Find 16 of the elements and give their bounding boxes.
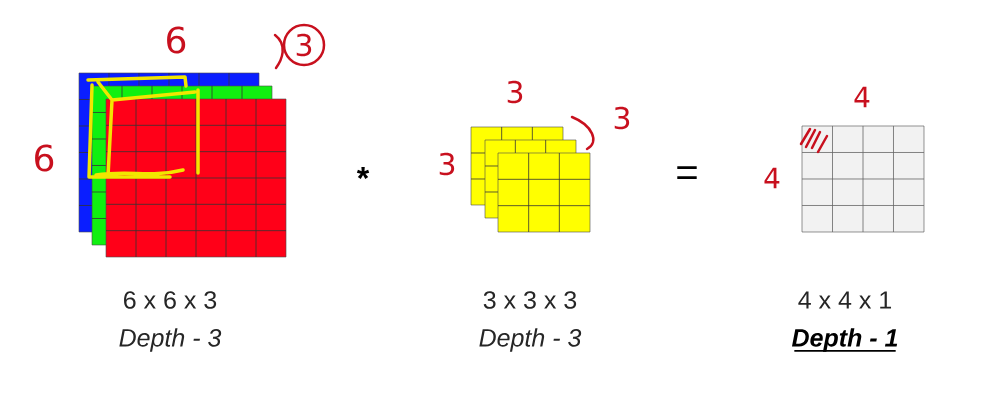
depth-label: Depth - 1 [791,328,898,352]
handwritten-number: 3 [439,152,455,176]
operator-symbol: = [677,166,697,180]
size-label: 4 x 4 x 1 [798,291,891,309]
size-label: 3 x 3 x 3 [483,291,577,309]
handwritten-number: 3 [614,106,630,130]
depth-label: Depth - 3 [479,328,582,352]
operator-symbol: * [356,167,370,179]
depth-label: Depth - 3 [119,328,222,352]
handwritten-number: 3 [282,23,326,67]
handwritten-number: 3 [507,80,523,104]
handwritten-number: 6 [35,144,54,172]
handwritten-number: 4 [854,86,870,108]
size-label: 6 x 6 x 3 [124,291,217,309]
handwritten-number: 4 [764,167,780,189]
handwritten-number: 6 [167,26,186,54]
